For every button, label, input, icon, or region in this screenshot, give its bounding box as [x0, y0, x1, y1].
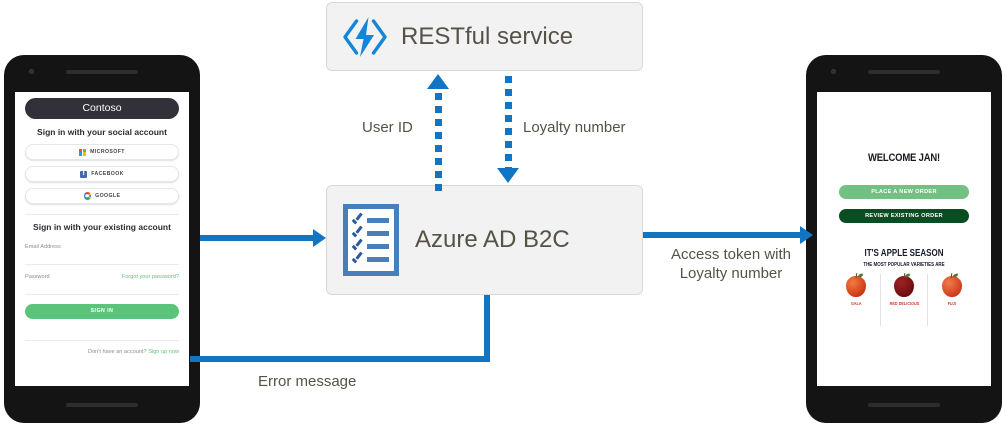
connector-userid-dots [435, 93, 442, 191]
connector-loyalty-dots [505, 76, 512, 174]
apple-icon [894, 276, 914, 297]
social-button-label: GOOGLE [95, 193, 121, 199]
brand-header: Contoso [25, 98, 179, 119]
google-logo-icon [83, 192, 92, 200]
email-field-underline [25, 264, 179, 265]
social-button-facebook[interactable]: f FACEBOOK [25, 166, 179, 182]
apple-variety-item[interactable]: RED DELICIOUS [879, 274, 928, 326]
front-camera-icon [831, 69, 836, 74]
review-existing-order-button[interactable]: REVIEW EXISTING ORDER [839, 209, 969, 223]
welcome-message: WELCOME JAN! [867, 152, 941, 164]
connector-error-label: Error message [258, 373, 357, 390]
connector-token-line [643, 232, 800, 238]
connector-error-horizontal [190, 356, 490, 362]
facebook-logo-icon: f [80, 170, 88, 178]
checklist-policy-icon [343, 204, 399, 276]
front-camera-icon [29, 69, 34, 74]
sign-in-phone: Contoso Sign in with your social account… [4, 55, 200, 423]
divider [25, 214, 179, 215]
social-button-label: MICROSOFT [90, 149, 125, 155]
connector-token-label: Access token with Loyalty number [651, 245, 811, 283]
apple-variety-label: RED DELICIOUS [889, 301, 919, 306]
apple-variety-item[interactable]: FUJI [927, 274, 975, 326]
connector-signin-arrowhead [313, 229, 326, 247]
connector-loyalty-arrowhead [497, 168, 519, 183]
local-section-title: Sign in with your existing account [33, 222, 171, 232]
home-indicator [66, 403, 138, 407]
apple-variety-label: GALA [850, 301, 862, 306]
promo-title: IT'S APPLE SEASON [864, 248, 944, 259]
sign-up-prompt: Don't have an account? Sign up now [88, 349, 179, 355]
email-field-label[interactable]: Email Address [25, 244, 61, 250]
connector-token-label-line1: Access token with [670, 246, 792, 263]
connector-token-arrowhead [800, 226, 813, 244]
apple-variety-label: FUJI [947, 301, 956, 306]
microsoft-logo-icon [79, 148, 87, 156]
restful-service-node[interactable]: RESTful service [326, 2, 643, 71]
sign-up-link[interactable]: Sign up now [148, 349, 179, 355]
azure-ad-b2c-label: Azure AD B2C [415, 226, 570, 253]
connector-token-label-line2: Loyalty number [679, 265, 783, 282]
connector-userid-label: User ID [362, 119, 413, 136]
social-button-label: FACEBOOK [91, 171, 124, 177]
azure-functions-icon [341, 15, 389, 59]
restful-service-label: RESTful service [401, 22, 574, 50]
apple-variety-item[interactable]: GALA [833, 274, 880, 326]
social-button-microsoft[interactable]: MICROSOFT [25, 144, 179, 160]
apple-icon [846, 276, 867, 297]
connector-error-vertical [484, 295, 490, 362]
azure-ad-b2c-node[interactable]: Azure AD B2C [326, 185, 643, 295]
earpiece-speaker [66, 70, 138, 74]
connector-userid-arrowhead [427, 74, 449, 89]
social-button-google[interactable]: GOOGLE [25, 188, 179, 204]
sign-up-prompt-text: Don't have an account? [88, 349, 147, 355]
apple-icon [941, 276, 962, 297]
promo-subtitle: THE MOST POPULAR VARIETIES ARE [863, 262, 945, 268]
password-field-label[interactable]: Password [25, 274, 50, 280]
social-section-title: Sign in with your social account [37, 127, 167, 137]
connector-signin-line [200, 235, 313, 241]
forgot-password-link[interactable]: Forgot your password? [121, 274, 179, 280]
apple-variety-list: GALA RED DELICIOUS FUJI [833, 274, 975, 326]
connector-loyalty-label: Loyalty number [523, 119, 626, 136]
home-indicator [868, 403, 940, 407]
password-field-underline [25, 294, 179, 295]
loyalty-app-phone: WELCOME JAN! PLACE A NEW ORDER REVIEW EX… [806, 55, 1002, 423]
earpiece-speaker [868, 70, 940, 74]
place-new-order-button[interactable]: PLACE A NEW ORDER [839, 185, 969, 199]
sign-in-button[interactable]: SIGN IN [25, 304, 179, 319]
loyalty-app-screen: WELCOME JAN! PLACE A NEW ORDER REVIEW EX… [817, 92, 991, 386]
divider [25, 340, 179, 341]
sign-in-screen: Contoso Sign in with your social account… [15, 92, 189, 386]
